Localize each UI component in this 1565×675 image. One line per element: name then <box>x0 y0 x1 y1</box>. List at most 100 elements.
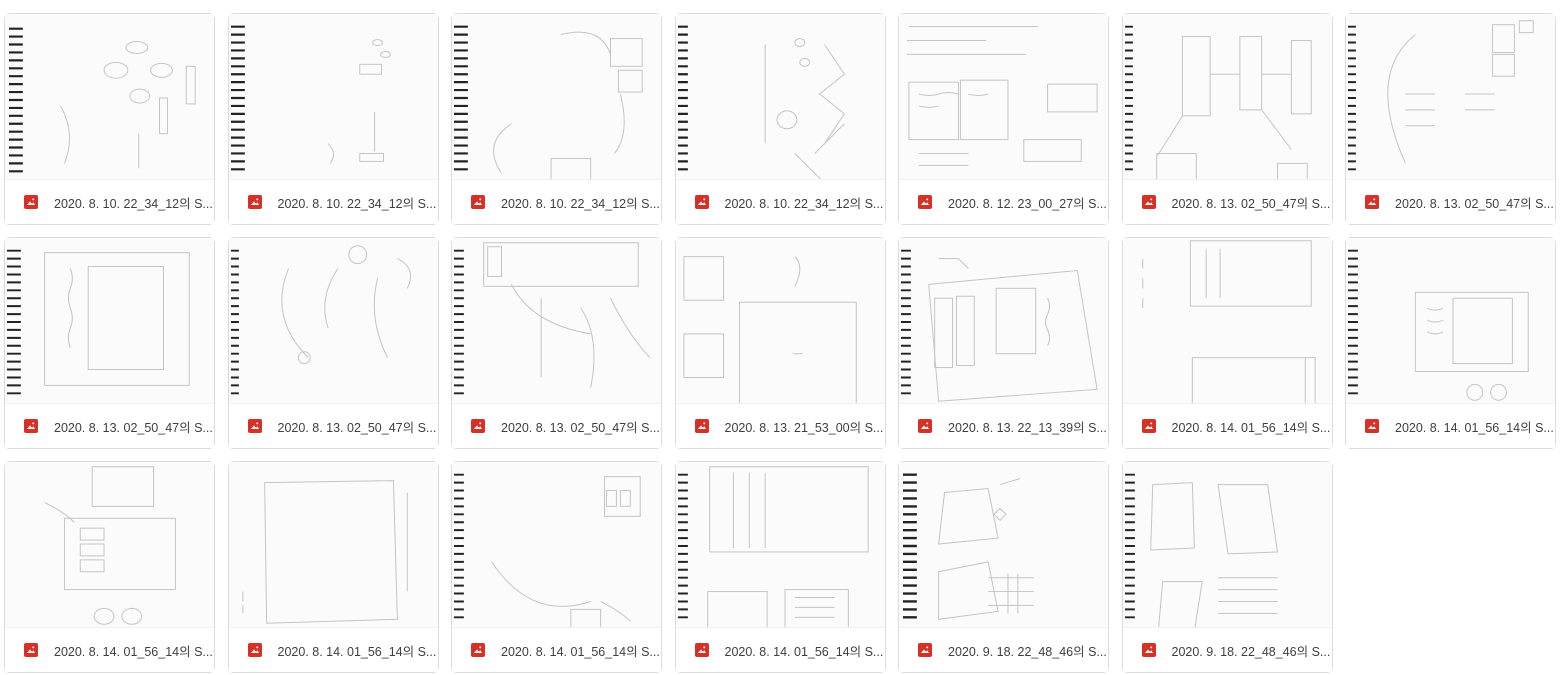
file-thumbnail <box>228 238 438 406</box>
file-name: 2020. 8. 14. 01_56_14의 S... <box>277 644 437 659</box>
file-thumbnail <box>5 462 214 630</box>
file-name: 2020. 8. 14. 01_56_14의 S... <box>1171 420 1331 435</box>
file-thumbnail <box>228 14 438 182</box>
file-name: 2020. 8. 10. 22_34_12의 S... <box>54 196 213 211</box>
file-footer: 2020. 8. 14. 01_56_14의 S... <box>1122 403 1332 448</box>
image-file-icon <box>247 643 262 657</box>
file-card[interactable]: 2020. 8. 10. 22_34_12의 S... <box>4 13 215 225</box>
image-file-icon <box>24 195 38 209</box>
file-footer: 2020. 8. 14. 01_56_14의 S... <box>228 627 438 672</box>
file-card[interactable]: 2020. 8. 13. 02_50_47의 S... <box>451 237 662 449</box>
image-file-icon <box>1141 419 1156 433</box>
file-footer: 2020. 8. 13. 02_50_47의 S... <box>452 403 661 448</box>
file-name: 2020. 8. 13. 22_13_39의 S... <box>948 420 1107 435</box>
image-file-icon <box>1365 419 1379 433</box>
file-name: 2020. 8. 13. 02_50_47의 S... <box>1171 196 1331 211</box>
file-grid: 2020. 8. 10. 22_34_12의 S... 2020. 8. 10.… <box>4 13 1556 673</box>
image-file-icon <box>694 643 709 657</box>
image-file-icon <box>1365 195 1379 209</box>
file-footer: 2020. 8. 13. 02_50_47의 S... <box>5 403 214 448</box>
file-card[interactable]: 2020. 8. 12. 23_00_27의 S... <box>898 13 1109 225</box>
file-name: 2020. 8. 14. 01_56_14의 S... <box>54 644 213 659</box>
file-name: 2020. 8. 13. 02_50_47의 S... <box>1395 196 1554 211</box>
image-file-icon <box>918 419 932 433</box>
file-footer: 2020. 9. 18. 22_48_46의 S... <box>1122 627 1332 672</box>
file-card[interactable]: 2020. 9. 18. 22_48_46의 S... <box>1121 461 1333 673</box>
file-footer: 2020. 8. 14. 01_56_14의 S... <box>1346 403 1555 448</box>
file-thumbnail <box>1346 14 1555 182</box>
image-file-icon <box>918 643 932 657</box>
image-file-icon <box>24 643 38 657</box>
file-name: 2020. 9. 18. 22_48_46의 S... <box>948 644 1107 659</box>
file-thumbnail <box>452 14 661 182</box>
file-thumbnail <box>1122 14 1332 182</box>
file-card[interactable]: 2020. 8. 13. 22_13_39의 S... <box>898 237 1109 449</box>
file-name: 2020. 8. 13. 02_50_47의 S... <box>277 420 437 435</box>
file-card[interactable]: 2020. 8. 13. 21_53_00의 S... <box>674 237 886 449</box>
file-thumbnail <box>5 238 214 406</box>
file-card[interactable]: 2020. 9. 18. 22_48_46의 S... <box>898 461 1109 673</box>
image-file-icon <box>694 195 709 209</box>
file-name: 2020. 8. 13. 21_53_00의 S... <box>724 420 884 435</box>
file-thumbnail <box>452 462 661 630</box>
file-thumbnail <box>1122 462 1332 632</box>
image-file-icon <box>471 195 485 209</box>
file-card[interactable]: 2020. 8. 13. 02_50_47의 S... <box>227 237 439 449</box>
file-name: 2020. 8. 14. 01_56_14의 S... <box>724 644 884 659</box>
file-thumbnail <box>675 462 885 630</box>
image-file-icon <box>247 419 262 433</box>
file-card[interactable]: 2020. 8. 13. 02_50_47의 S... <box>4 237 215 449</box>
file-card[interactable]: 2020. 8. 10. 22_34_12의 S... <box>674 13 886 225</box>
file-footer: 2020. 8. 13. 21_53_00의 S... <box>675 403 885 448</box>
file-thumbnail <box>899 462 1108 630</box>
file-thumbnail <box>228 462 438 630</box>
file-name: 2020. 8. 10. 22_34_12의 S... <box>501 196 660 211</box>
file-footer: 2020. 8. 10. 22_34_12의 S... <box>5 179 214 224</box>
file-name: 2020. 8. 13. 02_50_47의 S... <box>54 420 213 435</box>
file-name: 2020. 8. 12. 23_00_27의 S... <box>948 196 1107 211</box>
file-card[interactable]: 2020. 8. 13. 02_50_47의 S... <box>1121 13 1333 225</box>
file-card[interactable]: 2020. 8. 14. 01_56_14의 S... <box>1345 237 1556 449</box>
file-name: 2020. 9. 18. 22_48_46의 S... <box>1171 644 1331 659</box>
file-footer: 2020. 8. 10. 22_34_12의 S... <box>452 179 661 224</box>
file-name: 2020. 8. 14. 01_56_14의 S... <box>501 644 660 659</box>
image-file-icon <box>918 195 932 209</box>
image-file-icon <box>471 419 485 433</box>
image-file-icon <box>24 419 38 433</box>
file-thumbnail <box>899 14 1108 182</box>
image-file-icon <box>1141 643 1156 657</box>
image-file-icon <box>471 643 485 657</box>
file-footer: 2020. 8. 14. 01_56_14의 S... <box>675 627 885 672</box>
file-footer: 2020. 8. 13. 02_50_47의 S... <box>1346 179 1555 224</box>
file-footer: 2020. 8. 12. 23_00_27의 S... <box>899 179 1108 224</box>
image-file-icon <box>694 419 709 433</box>
file-thumbnail <box>675 14 885 184</box>
file-card[interactable]: 2020. 8. 14. 01_56_14의 S... <box>4 461 215 673</box>
file-footer: 2020. 8. 10. 22_34_12의 S... <box>228 179 438 224</box>
file-thumbnail <box>5 14 214 182</box>
file-card[interactable]: 2020. 8. 14. 01_56_14의 S... <box>227 461 439 673</box>
file-thumbnail <box>1122 238 1332 406</box>
file-thumbnail <box>1346 238 1555 406</box>
file-footer: 2020. 8. 14. 01_56_14의 S... <box>5 627 214 672</box>
file-footer: 2020. 8. 13. 02_50_47의 S... <box>1122 179 1332 224</box>
file-card[interactable]: 2020. 8. 10. 22_34_12의 S... <box>451 13 662 225</box>
file-footer: 2020. 8. 14. 01_56_14의 S... <box>452 627 661 672</box>
file-thumbnail <box>675 238 885 406</box>
image-file-icon <box>1141 195 1156 209</box>
file-thumbnail <box>452 238 661 406</box>
file-card[interactable]: 2020. 8. 13. 02_50_47의 S... <box>1345 13 1556 225</box>
file-thumbnail <box>899 238 1108 406</box>
file-footer: 2020. 9. 18. 22_48_46의 S... <box>899 627 1108 672</box>
file-card[interactable]: 2020. 8. 14. 01_56_14의 S... <box>1121 237 1333 449</box>
image-file-icon <box>247 195 262 209</box>
file-name: 2020. 8. 10. 22_34_12의 S... <box>724 196 884 211</box>
file-card[interactable]: 2020. 8. 10. 22_34_12의 S... <box>227 13 439 225</box>
file-footer: 2020. 8. 10. 22_34_12의 S... <box>675 179 885 224</box>
file-name: 2020. 8. 13. 02_50_47의 S... <box>501 420 660 435</box>
file-card[interactable]: 2020. 8. 14. 01_56_14의 S... <box>674 461 886 673</box>
file-card[interactable]: 2020. 8. 14. 01_56_14의 S... <box>451 461 662 673</box>
file-footer: 2020. 8. 13. 22_13_39의 S... <box>899 403 1108 448</box>
file-name: 2020. 8. 14. 01_56_14의 S... <box>1395 420 1554 435</box>
file-name: 2020. 8. 10. 22_34_12의 S... <box>277 196 437 211</box>
